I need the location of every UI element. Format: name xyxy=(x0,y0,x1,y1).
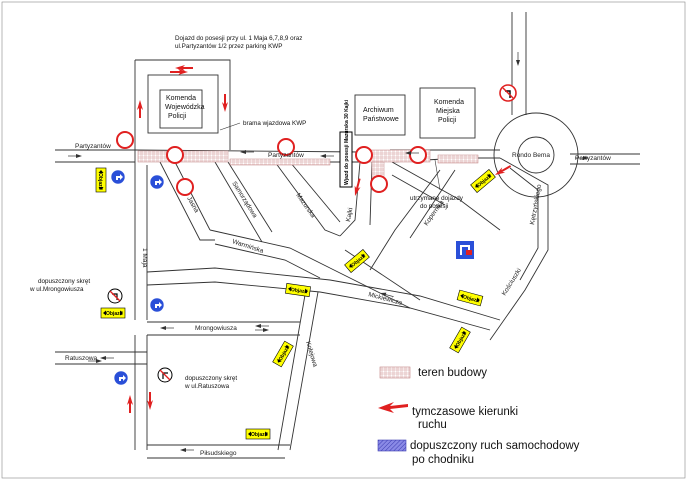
note-ratuszowa-1: dopuszczony skręt xyxy=(185,375,237,382)
legend-sidewalk-line-1: dopuszczony ruch samochodowy xyxy=(410,440,580,452)
note-mrongowiusza-2: w ul.Mrongowiusza xyxy=(29,286,84,293)
street-ratuszowa: Ratuszowa xyxy=(65,355,98,362)
no-entry-sign-icon xyxy=(277,138,295,156)
street-partyzantow-west: Partyzantów xyxy=(75,143,111,150)
archiwum-label-2: Państwowe xyxy=(363,116,399,123)
note-utrzymane-1: utrzymane dojazdy xyxy=(410,195,464,202)
svg-text:Objazd: Objazd xyxy=(462,294,480,304)
note-utrzymane-2: do posesji xyxy=(420,203,448,210)
sidewalk-traffic-sign-icon xyxy=(456,241,474,259)
note-brama: brama wjazdowa KWP xyxy=(243,120,306,127)
legend-construction-swatch xyxy=(379,366,411,379)
rondo-bema-label: Rondo Bema xyxy=(512,152,550,159)
kmp-label-1: Komenda xyxy=(434,99,464,106)
legend-detour-line-1: tymczasowe kierunki xyxy=(412,406,518,418)
mandatory-direction-sign-icon xyxy=(149,297,165,313)
no-entry-sign-icon xyxy=(409,146,427,164)
no-left-turn-sign-icon xyxy=(107,288,123,304)
no-entry-sign-icon xyxy=(176,178,194,196)
kmp-label-2: Miejska xyxy=(436,108,460,115)
legend-sidewalk-swatch xyxy=(377,439,407,452)
street-mrongowiusza: Mrongowiusza xyxy=(195,325,237,332)
archiwum-label-1: Archiwum xyxy=(363,107,394,114)
mandatory-direction-sign-icon xyxy=(110,169,126,185)
note-ratuszowa-2: w ul.Ratuszowa xyxy=(184,383,230,390)
detour-sign-icon: Objazd xyxy=(456,289,484,307)
street-partyzantow-mid: Partyzantów xyxy=(268,152,304,159)
no-entry-sign-icon xyxy=(116,131,134,149)
legend-detour-line-2: ruchu xyxy=(418,419,447,431)
kmp-label-3: Policji xyxy=(438,117,457,124)
building-kwp-inner xyxy=(159,89,203,129)
no-left-turn-sign-icon xyxy=(157,367,173,383)
detour-sign-icon: Objazd xyxy=(95,167,107,193)
no-entry-sign-icon xyxy=(166,146,184,164)
svg-text:Objazd: Objazd xyxy=(97,173,103,190)
legend-detour-arrow-icon xyxy=(378,402,408,413)
svg-text:Objazd: Objazd xyxy=(291,287,308,295)
street-1-maja: 1 Maja xyxy=(141,248,148,268)
no-entry-sign-icon xyxy=(370,175,388,193)
detour-sign-icon: Objazd xyxy=(245,428,271,440)
detour-sign-icon: Objazd xyxy=(100,307,126,319)
building-kmp xyxy=(419,87,476,139)
detour-sign-icon: Objazd xyxy=(284,282,312,298)
legend-construction-label: teren budowy xyxy=(418,367,487,379)
note-mrongowiusza-1: dopuszczony skręt xyxy=(38,278,90,285)
mandatory-direction-sign-icon xyxy=(113,370,129,386)
no-entry-signs xyxy=(116,131,427,196)
kwp-label-3: Policji xyxy=(168,113,187,120)
no-left-turn-sign-icon xyxy=(499,84,517,102)
svg-text:Objazd: Objazd xyxy=(251,432,268,438)
street-kajki: Kajki xyxy=(345,207,354,222)
legend-sidewalk-line-2: po chodniku xyxy=(412,454,474,466)
top-note-line-1: Dojazd do posesji przy ul. 1 Maja 6,7,8,… xyxy=(175,35,302,42)
no-entry-sign-icon xyxy=(355,146,373,164)
kwp-label-1: Komenda xyxy=(166,95,196,102)
street-pilsudskiego: Piłsudskiego xyxy=(200,450,237,457)
svg-text:Objazd: Objazd xyxy=(106,311,123,317)
kwp-label-2: Wojewódzka xyxy=(165,104,205,111)
street-partyzantow-east: Partyzantów xyxy=(575,155,611,162)
mandatory-direction-sign-icon xyxy=(149,174,165,190)
vertical-access-sign xyxy=(339,131,353,188)
vertical-sign-text: Wjazd do posesji Mazurska 30 Kajki xyxy=(344,99,350,185)
map-legend: teren budowy tymczasowe kierunki ruchu d… xyxy=(377,366,580,466)
top-note-line-2: ul.Partyzantów 1/2 przez parking KWP xyxy=(175,43,282,50)
building-archiwum xyxy=(354,94,406,136)
